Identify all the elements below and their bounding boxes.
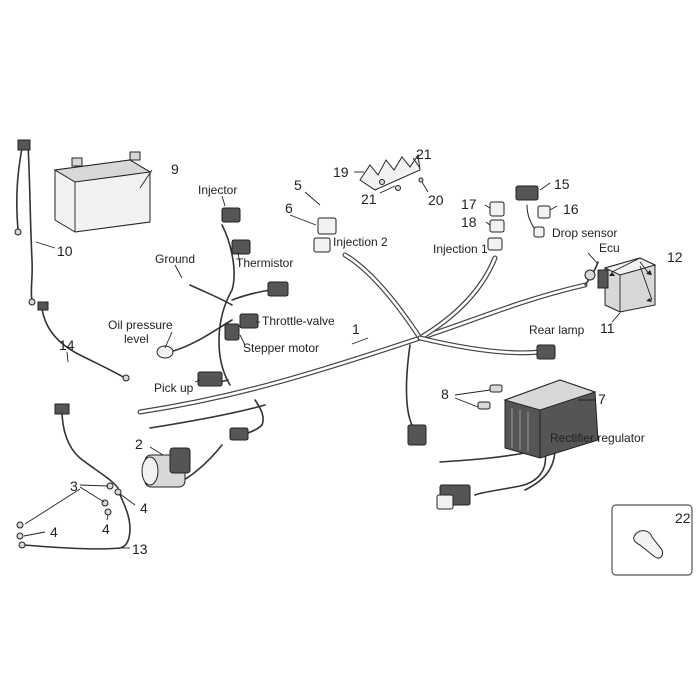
ecu-arrows bbox=[609, 270, 652, 302]
rectifier-regulator bbox=[503, 379, 599, 459]
part-number-9: 9 bbox=[171, 161, 179, 177]
part-number-21b: 21 bbox=[361, 191, 377, 207]
label-injector: Injector bbox=[198, 183, 237, 197]
leader-lines bbox=[23, 157, 653, 549]
part-number-4c: 4 bbox=[50, 524, 58, 540]
part-number-22: 22 bbox=[675, 510, 691, 526]
label-ecu: Ecu bbox=[599, 241, 620, 255]
part-22-box bbox=[611, 504, 693, 576]
bracket-19 bbox=[359, 153, 424, 191]
part-number-8: 8 bbox=[441, 386, 449, 402]
label-rectifier-regulator: Rectifier regulator bbox=[550, 431, 645, 445]
ecu bbox=[597, 257, 657, 313]
part-number-19: 19 bbox=[333, 164, 349, 180]
part-numbers: 1 2 3 4 4 4 5 6 7 8 9 10 11 12 13 14 15 … bbox=[50, 146, 691, 557]
label-throttle-valve: Throttle-valve bbox=[262, 314, 335, 328]
label-oil-pressure-2: level bbox=[124, 332, 149, 346]
label-drop-sensor: Drop sensor bbox=[552, 226, 617, 240]
part-number-21a: 21 bbox=[416, 146, 432, 162]
text-labels: Injector Ground Thermistor Oil pressure … bbox=[108, 183, 645, 445]
cable-13 bbox=[18, 403, 131, 550]
part-number-12: 12 bbox=[667, 249, 683, 265]
battery-cable bbox=[14, 139, 36, 306]
part-number-5: 5 bbox=[294, 177, 302, 193]
part-number-17: 17 bbox=[461, 196, 477, 212]
connectors bbox=[156, 185, 596, 510]
part-number-13: 13 bbox=[132, 541, 148, 557]
part-number-6: 6 bbox=[285, 200, 293, 216]
label-thermistor: Thermistor bbox=[236, 256, 293, 270]
part-number-1: 1 bbox=[352, 321, 360, 337]
washers bbox=[16, 482, 122, 540]
part-number-7: 7 bbox=[598, 391, 606, 407]
part-number-11: 11 bbox=[600, 320, 615, 336]
cable-14 bbox=[37, 301, 130, 382]
part-number-2: 2 bbox=[135, 436, 143, 452]
battery bbox=[53, 151, 152, 233]
part-number-20: 20 bbox=[428, 192, 444, 208]
part-number-16: 16 bbox=[563, 201, 579, 217]
part-number-3: 3 bbox=[70, 478, 78, 494]
label-pick-up: Pick up bbox=[154, 381, 194, 395]
part-number-18: 18 bbox=[461, 214, 477, 230]
part-number-15: 15 bbox=[554, 176, 570, 192]
main-harness bbox=[137, 204, 599, 496]
label-oil-pressure-1: Oil pressure bbox=[108, 318, 173, 332]
label-rear-lamp: Rear lamp bbox=[529, 323, 585, 337]
starter-relay bbox=[141, 447, 191, 488]
part-number-10: 10 bbox=[57, 243, 73, 259]
label-ground: Ground bbox=[155, 252, 195, 266]
part-number-4a: 4 bbox=[140, 500, 148, 516]
part-number-14: 14 bbox=[59, 337, 75, 353]
label-injection-1: Injection 1 bbox=[433, 242, 488, 256]
screws bbox=[477, 384, 503, 410]
part-number-4b: 4 bbox=[102, 521, 110, 537]
label-injection-2: Injection 2 bbox=[333, 235, 388, 249]
label-stepper-motor: Stepper motor bbox=[243, 341, 319, 355]
